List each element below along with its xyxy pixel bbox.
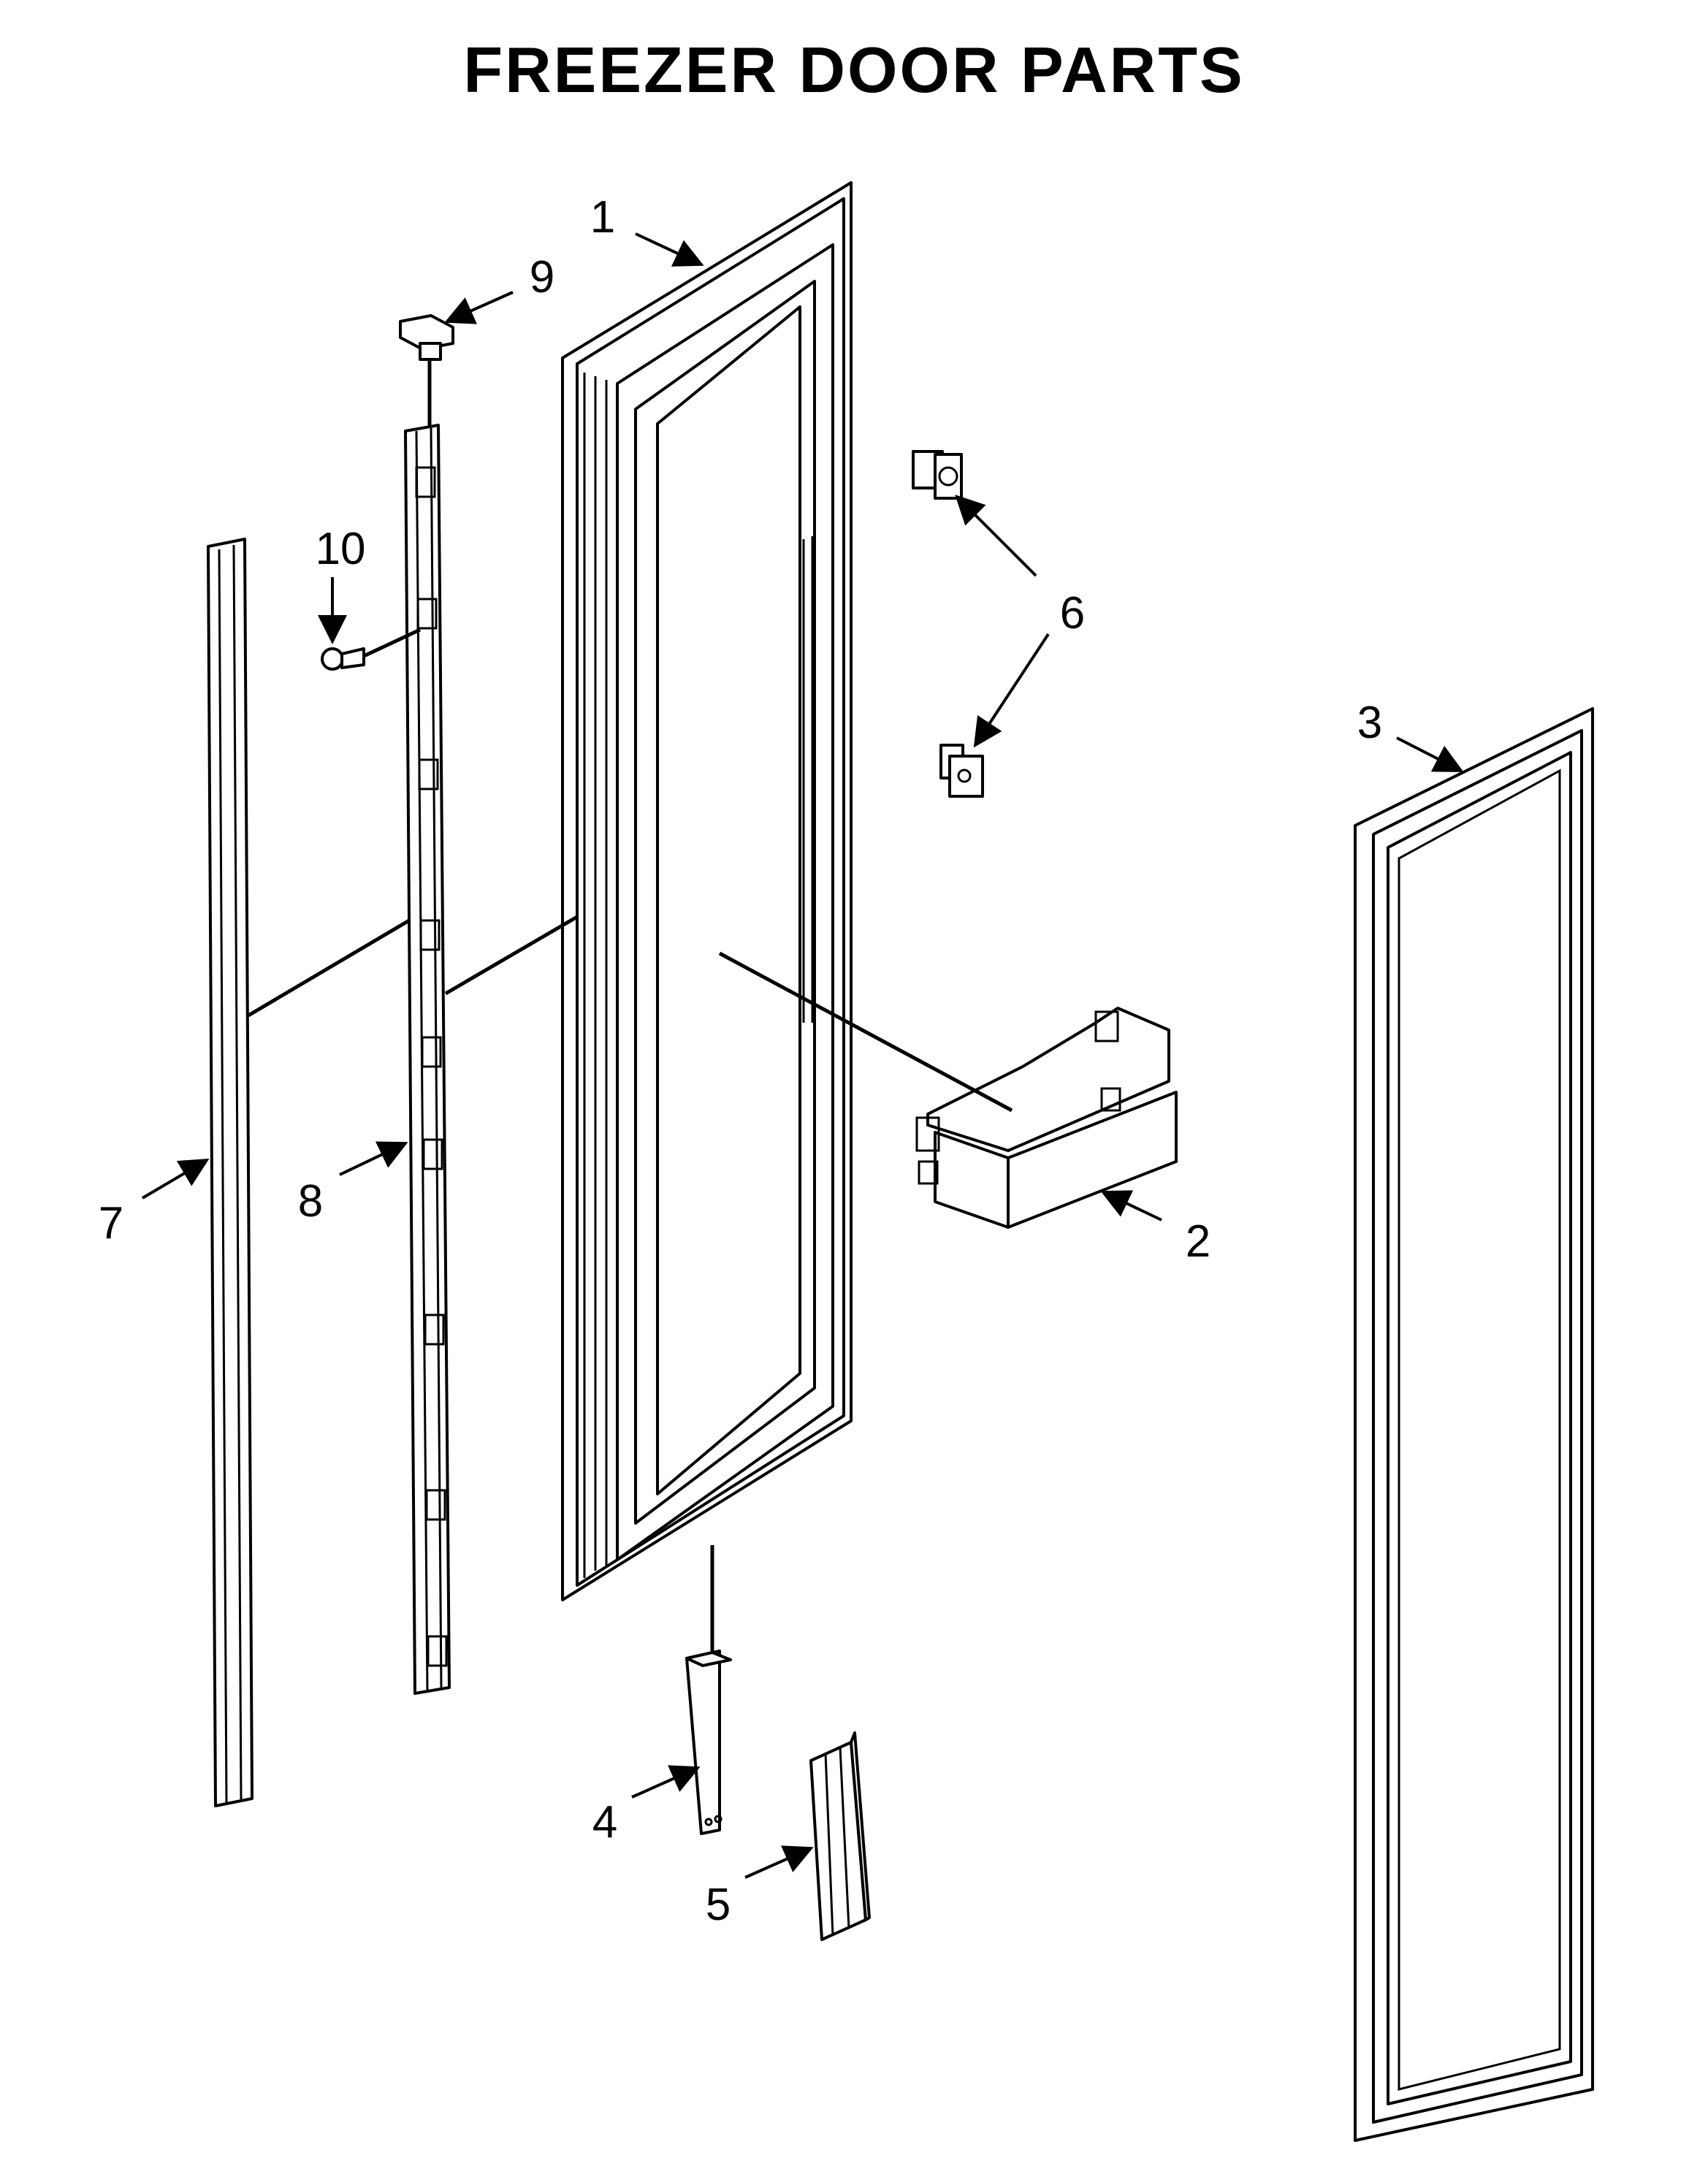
callout-3: 3 (1357, 698, 1382, 748)
part-10-screw (321, 628, 422, 671)
part-8-hinge-rail (404, 424, 451, 1695)
callout-arrows (141, 232, 1464, 1879)
callout-4: 4 (592, 1797, 617, 1848)
part-1-door-frame (561, 181, 853, 1601)
part-2-door-bin (915, 1007, 1178, 1229)
callout-6: 6 (1060, 588, 1085, 638)
part-6-upper-hinge (912, 450, 963, 500)
callout-1: 1 (590, 192, 615, 243)
part-5-handle-trim (809, 1731, 871, 1941)
callout-10: 10 (316, 524, 366, 574)
part-6-lower-hinge (939, 744, 984, 798)
callout-9: 9 (530, 252, 554, 302)
callout-5: 5 (706, 1880, 731, 1930)
callout-8: 8 (298, 1176, 323, 1227)
callout-7: 7 (99, 1198, 123, 1248)
page-title: FREEZER DOOR PARTS (463, 34, 1245, 106)
part-3-door-panel (1354, 707, 1594, 2142)
callout-labels: 1 2 3 4 5 6 7 8 9 10 (99, 192, 1382, 1930)
part-9-top-clip (399, 314, 454, 427)
part-7-trim-strip (207, 538, 253, 1807)
assembly-leader-lines (247, 915, 1013, 1113)
part-4-bracket (685, 1545, 732, 1835)
callout-2: 2 (1186, 1216, 1211, 1267)
